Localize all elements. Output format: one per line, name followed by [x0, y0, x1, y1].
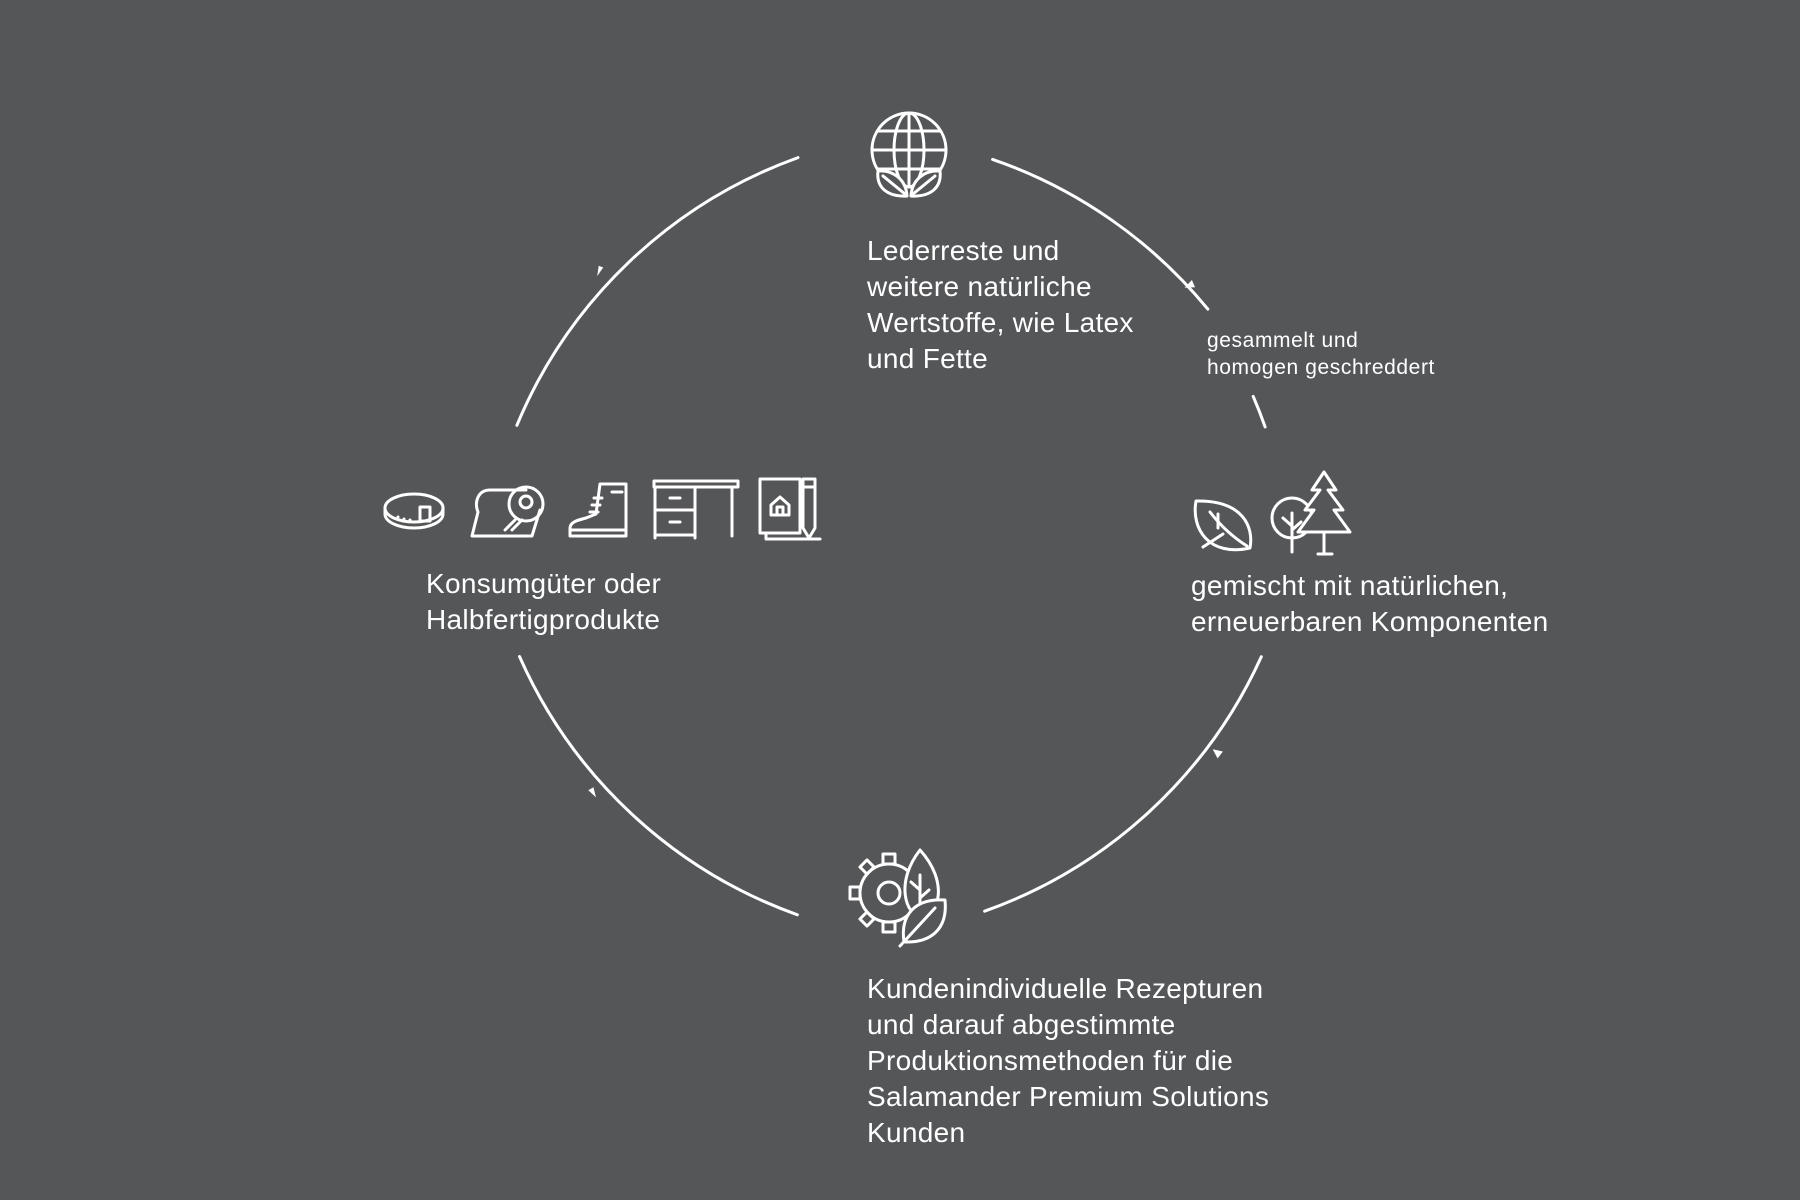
node-bottom-line-1: Kundenindividuelle Rezepturen: [867, 973, 1264, 1004]
node-bottom-line-5: Kunden: [867, 1117, 966, 1148]
edge-top-right-label: gesammelt und homogen geschreddert: [1207, 327, 1435, 381]
node-right-line-1: gemischt mit natürlichen,: [1191, 570, 1509, 601]
node-right-line-2: erneuerbaren Komponenten: [1191, 606, 1549, 637]
cycle-arc-left-upper: [515, 156, 800, 427]
node-left-label: Konsumgüter oder Halbfertigprodukte: [426, 566, 661, 638]
node-top-line-2: weitere natürliche: [867, 271, 1092, 302]
node-top-line-1: Lederreste und: [867, 235, 1060, 266]
node-right-label: gemischt mit natürlichen, erneuerbaren K…: [1191, 568, 1548, 640]
gear-with-leaves-icon: [848, 848, 947, 948]
node-bottom-line-2: und darauf abgestimmte: [867, 1009, 1176, 1040]
edge-label-line-2: homogen geschreddert: [1207, 356, 1435, 379]
cycle-arc-right-lower: [983, 655, 1263, 913]
node-top-label: Lederreste und weitere natürliche Wertst…: [867, 233, 1134, 377]
arrowhead-bottom-left: [588, 787, 596, 798]
cycle-arc-right-upper: [1251, 394, 1267, 429]
node-bottom-line-3: Produktionsmethoden für die: [867, 1045, 1234, 1076]
desk-icon: [652, 479, 740, 540]
arrowhead-top-right: [1184, 280, 1196, 288]
node-left-line-1: Konsumgüter oder: [426, 568, 662, 599]
arrowhead-top-left: [597, 265, 604, 277]
node-top-line-3: Wertstoffe, wie Latex: [867, 307, 1134, 338]
pine-tree-icon: [1296, 470, 1352, 556]
notebook-pen-icon: [758, 477, 822, 541]
arrowhead-right: [1212, 749, 1223, 759]
material-roll-icon: [470, 485, 545, 538]
node-left-line-2: Halbfertigprodukte: [426, 604, 661, 635]
belt-icon: [383, 492, 445, 530]
leaf-icon: [1193, 499, 1253, 552]
cycle-arc-left-lower: [518, 655, 799, 917]
cycle-arc-top-right: [991, 157, 1210, 311]
edge-label-line-1: gesammelt und: [1207, 329, 1359, 352]
node-bottom-line-4: Salamander Premium Solutions: [867, 1081, 1270, 1112]
node-bottom-label: Kundenindividuelle Rezepturen und darauf…: [867, 971, 1269, 1151]
node-top-line-4: und Fette: [867, 343, 989, 374]
boot-icon: [568, 482, 628, 538]
globe-with-leaves-icon: [870, 111, 948, 198]
